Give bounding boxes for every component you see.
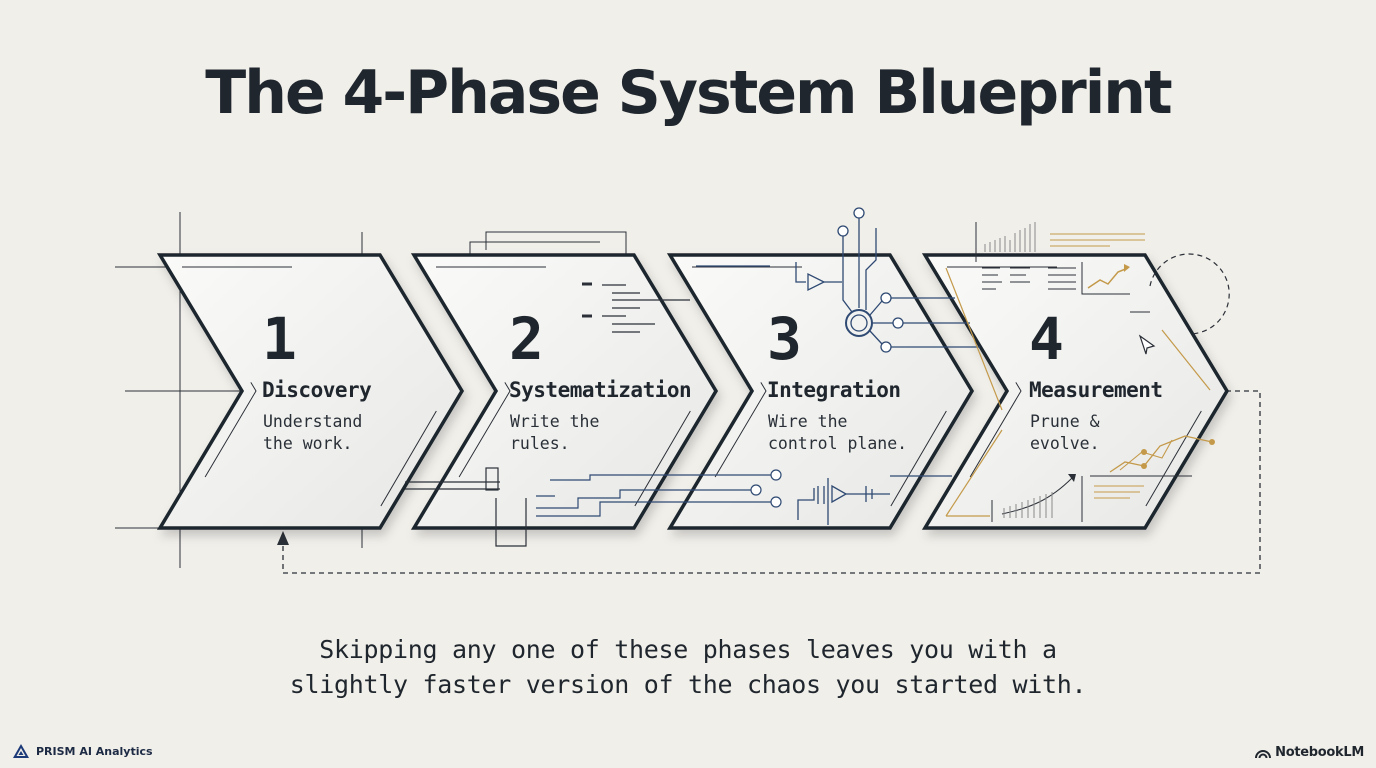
phase-4-number: 4	[1029, 305, 1064, 373]
notebooklm-icon	[1255, 749, 1272, 758]
phase-1-inner-outline	[181, 266, 449, 517]
phase-3-number: 3	[767, 305, 802, 373]
phase-3-description: Wire the control plane.	[768, 412, 908, 453]
page-title: The 4-Phase System Blueprint	[205, 58, 1172, 128]
phase-2-name: Systematization	[509, 378, 692, 402]
phase-1-chevron	[156, 253, 465, 530]
prism-triangle-icon	[13, 744, 29, 758]
phase-3-circuit	[696, 207, 980, 525]
phase-1-name: Discovery	[262, 378, 372, 402]
phase-2-description: Write the rules.	[510, 412, 600, 453]
phase-4-name: Measurement	[1029, 378, 1163, 402]
phase-4-chevron	[921, 253, 1230, 530]
caption-text: Skipping any one of these phases leaves …	[289, 635, 1087, 699]
brand-prism: PRISM AI Analytics	[12, 743, 153, 759]
phase-2-chevron	[410, 253, 719, 530]
phase-4-inner-outline	[946, 266, 1214, 517]
circuit-traces-bottom	[405, 467, 782, 547]
phase-1-number: 1	[262, 305, 297, 373]
brand-notebooklm: NotebookLM	[1255, 745, 1364, 760]
phase-2-number: 2	[509, 305, 544, 373]
feedback-loop-arrow-icon	[277, 390, 1261, 574]
phase-1-description: Understand the work.	[263, 412, 363, 453]
phase-4-description: Prune & evolve.	[1030, 412, 1100, 453]
phase-2-rule-lines	[582, 282, 690, 333]
phase-3-name: Integration	[767, 378, 901, 402]
phase-4-analytics	[945, 222, 1230, 522]
brand-prism-label: PRISM AI Analytics	[36, 744, 153, 758]
brand-notebooklm-label: NotebookLM	[1275, 745, 1364, 760]
phase-2-inner-outline	[435, 266, 703, 517]
phase-3-inner-outline	[691, 266, 959, 517]
